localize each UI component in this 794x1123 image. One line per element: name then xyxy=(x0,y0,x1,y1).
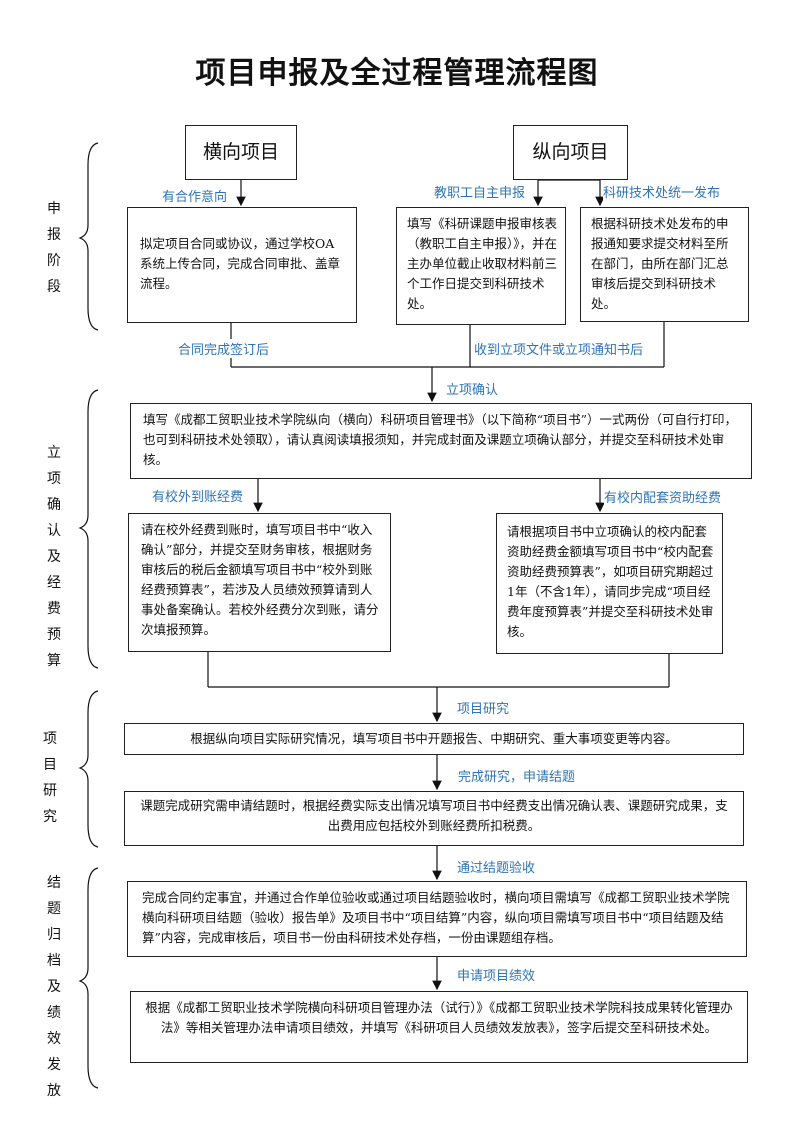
label-external-funds: 有校外到账经费 xyxy=(152,486,244,505)
box-vertical-self-text: 填写《科研课题申报审核表（教职工自主申报）》，并在主办单位截止收取材料前三个工作… xyxy=(407,216,558,311)
box-acceptance-text: 完成合同约定事宜，并通过合作单位验收或通过项目结题验收时，横向项目需填写《成都工… xyxy=(142,890,730,945)
box-vertical-self: 填写《科研课题申报审核表（教职工自主申报）》，并在主办单位截止收取材料前三个工作… xyxy=(396,207,566,325)
label-project-confirm: 立项确认 xyxy=(446,379,499,398)
phase-application: 申报阶段 xyxy=(44,196,64,300)
box-performance-text: 根据《成都工贸职业技术学院横向科研项目管理办法（试行）》《成都工贸职业技术学院科… xyxy=(145,1000,733,1035)
phase-confirm-budget: 立项确认及经费预算 xyxy=(44,440,64,674)
page-title: 项目申报及全过程管理流程图 xyxy=(195,56,599,91)
phase-closing: 结题归档及绩效发放 xyxy=(44,870,64,1104)
phase-application-label: 申报阶段 xyxy=(47,201,61,295)
label-apply-performance: 申请项目绩效 xyxy=(457,965,536,984)
phase-confirm-budget-label: 立项确认及经费预算 xyxy=(47,445,61,669)
header-vertical-project: 纵向项目 xyxy=(513,125,628,180)
box-performance: 根据《成都工贸职业技术学院横向科研项目管理办法（试行）》《成都工贸职业技术学院科… xyxy=(130,991,748,1063)
brace-phase-2 xyxy=(78,389,99,669)
box-research: 根据纵向项目实际研究情况，填写项目书中开题报告、中期研究、重大事项变更等内容。 xyxy=(124,723,744,755)
box-confirm: 填写《成都工贸职业技术学院纵向（横向）科研项目管理书》（以下简称“项目书”）一式… xyxy=(130,403,752,479)
box-finish-text: 课题完成研究需申请结题时，根据经费实际支出情况填写项目书中经费支出情况确认表、课… xyxy=(140,798,728,833)
box-internal-funds-text: 请根据项目书中立项确认的校内配套资助经费金额填写项目书中“校内配套资助经费预算表… xyxy=(507,524,714,639)
brace-phase-3 xyxy=(78,690,99,848)
phase-research-label-1: 项目 xyxy=(43,731,57,773)
box-vertical-publish: 根据科研技术处发布的申报通知要求提交材料至所在部门，由所在部门汇总审核后提交到科… xyxy=(580,207,749,322)
box-acceptance: 完成合同约定事宜，并通过合作单位验收或通过项目结题验收时，横向项目需填写《成都工… xyxy=(127,881,747,957)
phase-research: 项目 研究 xyxy=(30,726,70,830)
label-notice-received: 收到立项文件或立项通知书后 xyxy=(474,339,644,358)
brace-phase-4 xyxy=(78,867,99,1089)
box-horizontal-contract-text: 拟定项目合同或协议，通过学校OA系统上传合同，完成合同审批、盖章流程。 xyxy=(140,236,341,291)
label-finish-apply: 完成研究，申请结题 xyxy=(458,766,576,785)
box-external-funds-text: 请在校外经费到账时，填写项目书中“收入确认”部分，并提交至财务审核，根据财务审核… xyxy=(141,522,379,637)
label-pass-acceptance: 通过结题验收 xyxy=(457,857,536,876)
brace-phase-1 xyxy=(78,142,99,331)
label-self-apply: 教职工自主申报 xyxy=(434,182,526,201)
phase-research-label-2: 研究 xyxy=(43,783,57,825)
phase-closing-label: 结题归档及绩效发放 xyxy=(47,875,61,1099)
box-confirm-text: 填写《成都工贸职业技术学院纵向（横向）科研项目管理书》（以下简称“项目书”）一式… xyxy=(143,412,738,467)
header-horizontal-project: 横向项目 xyxy=(185,125,297,180)
box-finish: 课题完成研究需申请结题时，根据经费实际支出情况填写项目书中经费支出情况确认表、课… xyxy=(124,791,744,846)
label-dept-publish: 科研技术处统一发布 xyxy=(603,182,721,201)
label-internal-funds: 有校内配套资助经费 xyxy=(604,487,722,506)
box-vertical-publish-text: 根据科研技术处发布的申报通知要求提交材料至所在部门，由所在部门汇总审核后提交到科… xyxy=(591,216,729,311)
box-external-funds: 请在校外经费到账时，填写项目书中“收入确认”部分，并提交至财务审核，根据财务审核… xyxy=(128,513,391,652)
box-internal-funds: 请根据项目书中立项确认的校内配套资助经费金额填写项目书中“校内配套资助经费预算表… xyxy=(496,513,723,654)
box-research-text: 根据纵向项目实际研究情况，填写项目书中开题报告、中期研究、重大事项变更等内容。 xyxy=(190,731,678,746)
box-horizontal-contract: 拟定项目合同或协议，通过学校OA系统上传合同，完成合同审批、盖章流程。 xyxy=(127,207,357,323)
label-research: 项目研究 xyxy=(457,698,510,717)
label-cooperation: 有合作意向 xyxy=(162,186,228,205)
label-contract-signed: 合同完成签订后 xyxy=(178,339,270,358)
